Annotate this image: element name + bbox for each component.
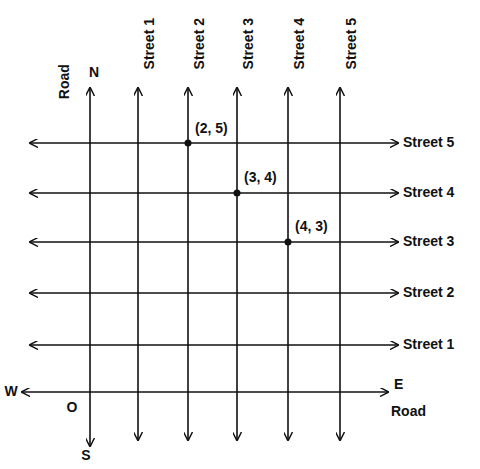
street-name: Street 1 (142, 17, 157, 70)
street-name: Street 5 (344, 17, 359, 70)
compass-letter: W (3, 384, 18, 399)
street-name: Street 1 (402, 337, 455, 352)
point-coordinate: (4, 3) (294, 219, 329, 234)
point-coordinate: (3, 4) (243, 170, 278, 185)
road-name: Road (56, 63, 71, 100)
street-name: Street 4 (292, 17, 307, 70)
origin-label: O (66, 400, 79, 415)
street-name: Street 3 (402, 234, 455, 249)
compass-letter: E (393, 377, 404, 392)
point-coordinate: (2, 5) (194, 121, 229, 136)
compass-letter: N (88, 65, 100, 80)
street-name: Street 2 (402, 285, 455, 300)
road-name: Road (390, 404, 427, 419)
compass-letter: S (80, 448, 91, 463)
street-name: Street 2 (192, 17, 207, 70)
street-name: Street 3 (241, 17, 256, 70)
street-name: Street 5 (402, 135, 455, 150)
street-name: Street 4 (402, 185, 455, 200)
